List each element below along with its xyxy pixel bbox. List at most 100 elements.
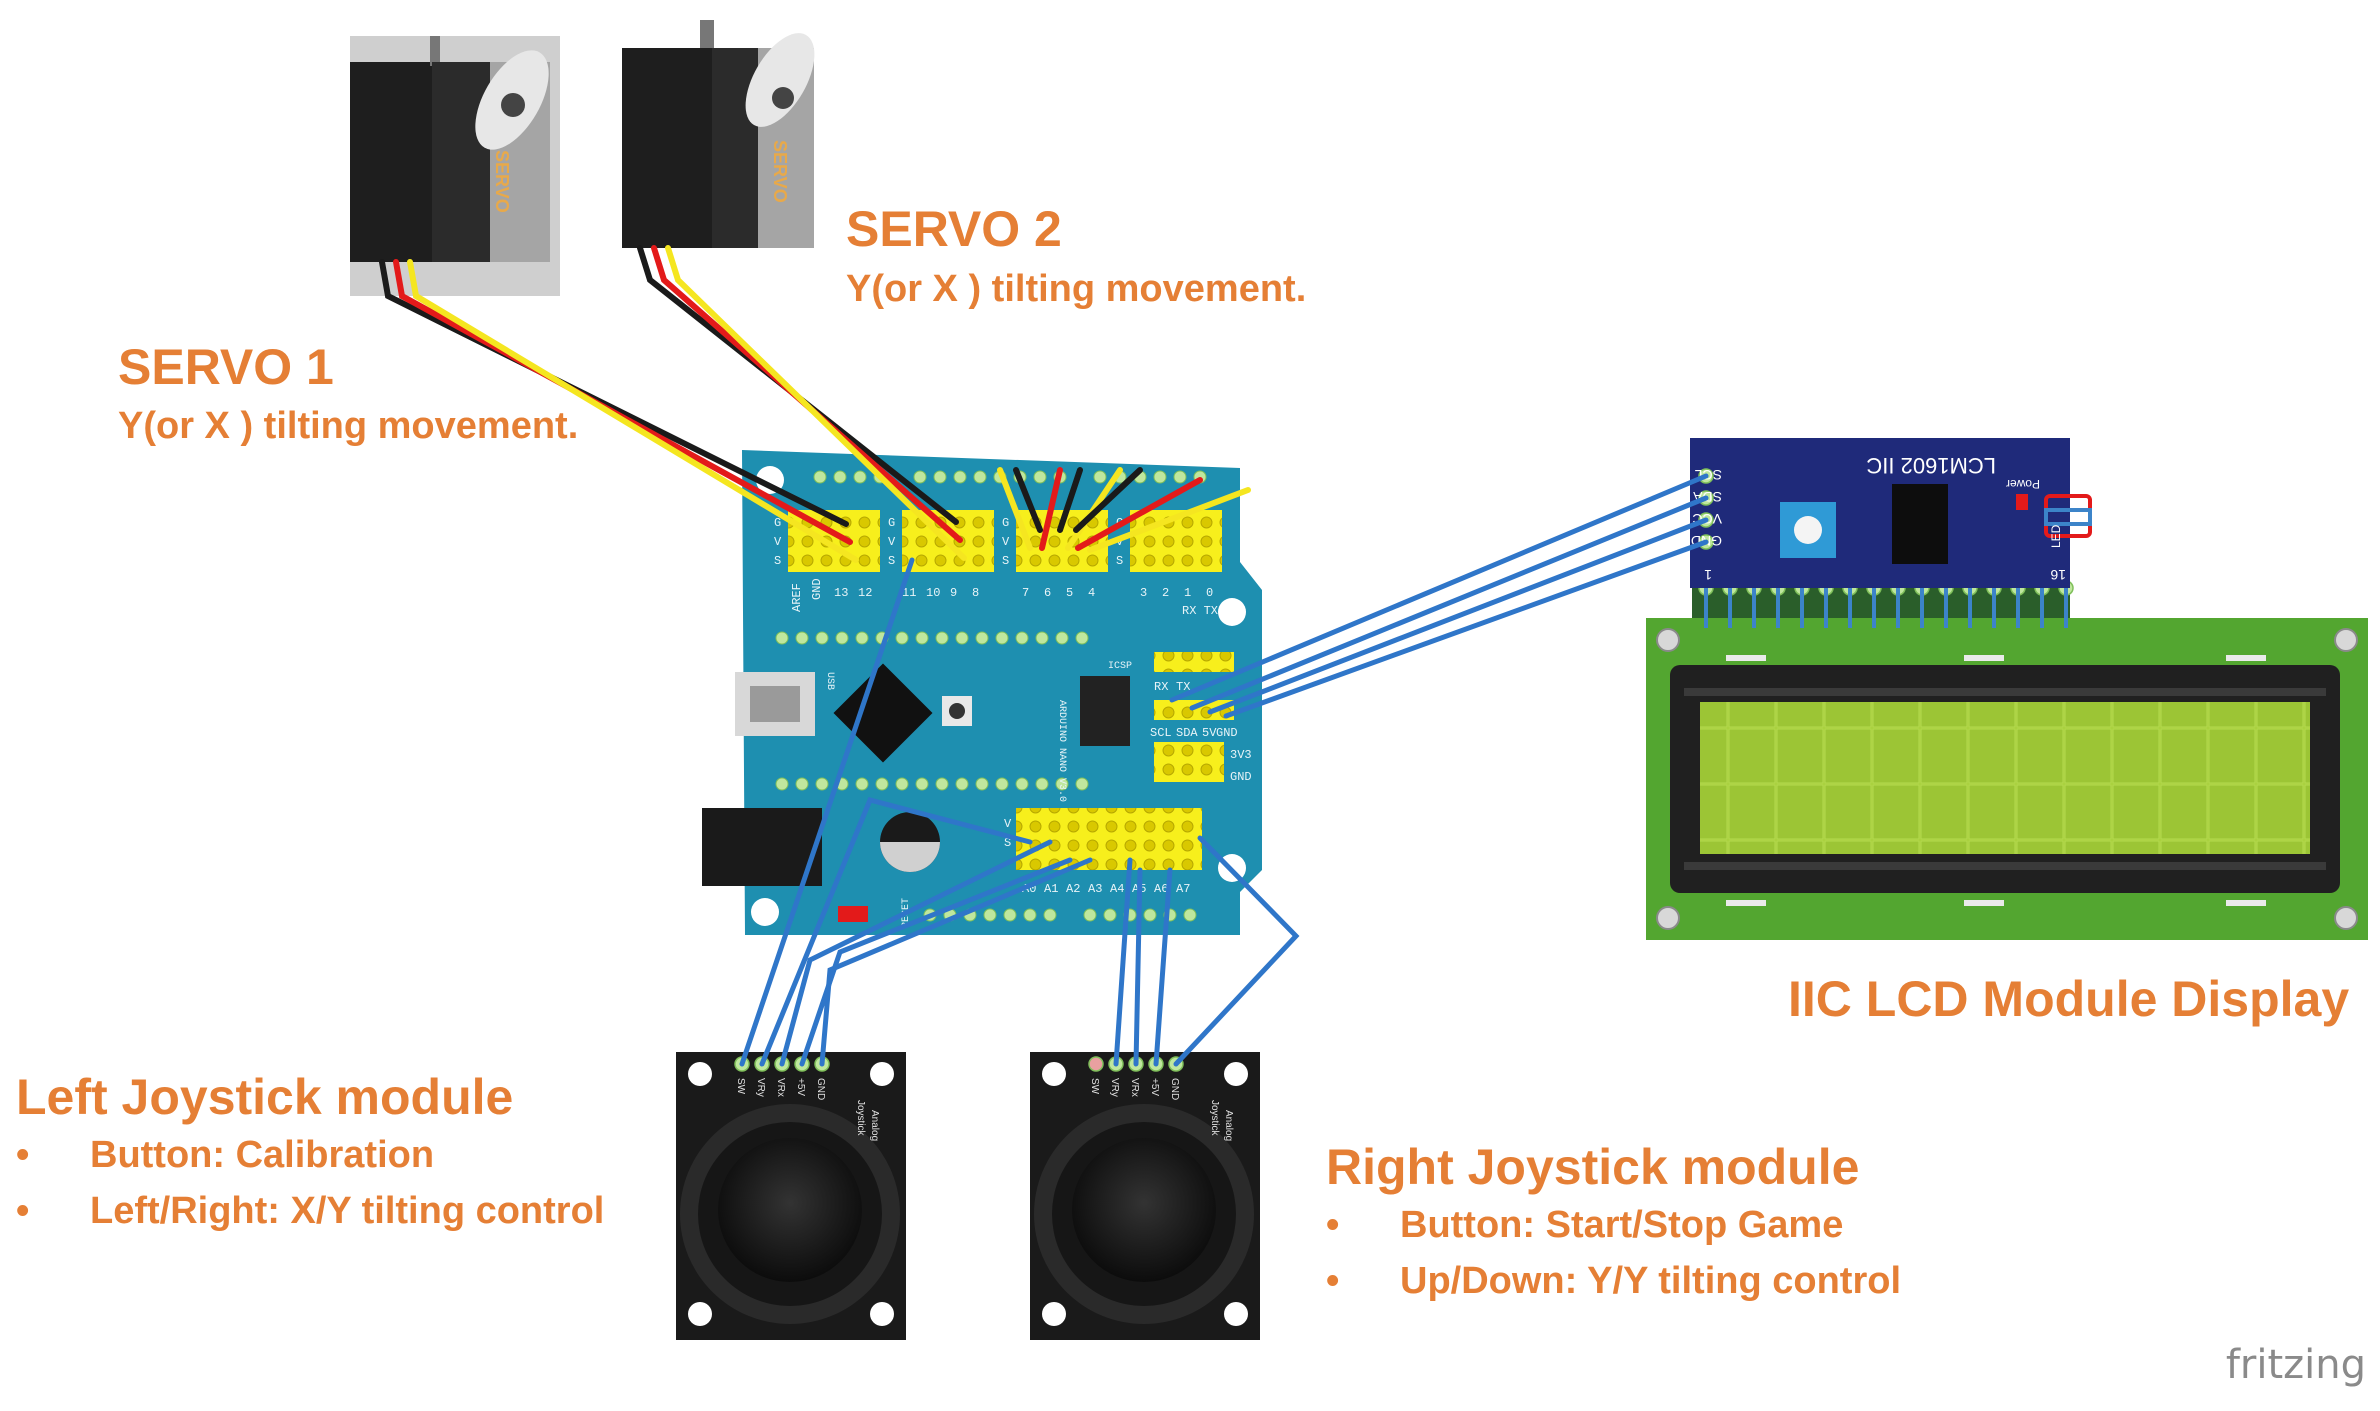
svg-text:V: V — [774, 535, 782, 549]
svg-text:VRx: VRx — [1129, 1078, 1140, 1097]
header-power — [1154, 742, 1224, 782]
svg-text:V: V — [1116, 535, 1124, 549]
svg-text:A2: A2 — [1066, 882, 1080, 896]
svg-text:+5V: +5V — [795, 1078, 806, 1096]
svg-text:0: 0 — [1206, 586, 1213, 600]
arduino-sensor-shield: G V S G V S G V S G V S V S AREF GND 13 … — [702, 450, 1262, 935]
svg-text:VRy: VRy — [755, 1078, 766, 1097]
svg-text:9: 9 — [950, 586, 957, 600]
servo-2-wires — [637, 245, 967, 561]
lcd-i2c-wires — [1169, 473, 1709, 719]
right-joystick-title: Right Joystick module — [1326, 1139, 1860, 1195]
svg-text:ARDUINO NANO V3.0: ARDUINO NANO V3.0 — [1056, 700, 1067, 802]
left-joystick-item-1: •Button: Calibration — [16, 1134, 435, 1176]
svg-text:2: 2 — [1162, 586, 1169, 600]
header-short-wires — [997, 467, 1251, 553]
power-jack — [702, 808, 822, 886]
svg-text:S: S — [774, 554, 781, 568]
right-joystick-item-1: •Button: Start/Stop Game — [1326, 1204, 1844, 1246]
svg-text:16: 16 — [2050, 567, 2066, 583]
svg-text:5V: 5V — [1202, 726, 1217, 740]
svg-text:Analog: Analog — [1223, 1110, 1234, 1141]
wires — [379, 245, 1709, 1067]
lcd-title: IIC LCD Module Display — [1788, 971, 2350, 1027]
svg-text:+5V: +5V — [1149, 1078, 1160, 1096]
svg-text:RX: RX — [1154, 680, 1168, 694]
svg-text:VRx: VRx — [775, 1078, 786, 1097]
svg-text:RX TX: RX TX — [1182, 604, 1218, 618]
svg-text:VRy: VRy — [1109, 1078, 1120, 1097]
svg-text:TX: TX — [1176, 680, 1190, 694]
svg-text:G: G — [774, 516, 781, 530]
svg-text:V: V — [1002, 535, 1010, 549]
svg-text:A7: A7 — [1176, 882, 1190, 896]
svg-text:GND: GND — [810, 578, 824, 600]
lcd-module: LCM1602 IIC SCL SDA VCC GND Power LED 1 … — [1646, 438, 2368, 940]
svg-text:12: 12 — [858, 586, 872, 600]
servo-2-text: SERVO — [770, 140, 790, 203]
left-joystick-wires — [739, 557, 1093, 1067]
servo-1: SERVO — [350, 36, 560, 296]
servo-2-desc: Y(or X ) tilting movement. — [846, 268, 1307, 310]
svg-text:11: 11 — [902, 586, 916, 600]
svg-text:13: 13 — [834, 586, 848, 600]
svg-text:3V3: 3V3 — [1230, 748, 1252, 762]
right-joystick-wires — [1113, 835, 1300, 1067]
svg-text:1: 1 — [1704, 567, 1712, 583]
svg-text:Power: Power — [2006, 477, 2040, 491]
mcu-chip — [833, 663, 933, 763]
svg-text:S: S — [888, 554, 895, 568]
svg-text:6: 6 — [1044, 586, 1051, 600]
header-analog — [1016, 808, 1202, 870]
svg-text:5: 5 — [1066, 586, 1073, 600]
fritzing-logo: fritzing — [2225, 1342, 2366, 1388]
svg-text:S: S — [1002, 554, 1009, 568]
svg-text:GND: GND — [1230, 770, 1252, 784]
pcf8574-chip — [1892, 484, 1948, 564]
svg-text:SCL: SCL — [1150, 726, 1172, 740]
svg-text:USB: USB — [824, 672, 835, 690]
icsp-header — [1080, 676, 1130, 746]
right-joystick-name: Joystick — [1209, 1100, 1220, 1137]
svg-text:LED: LED — [2049, 524, 2063, 548]
svg-text:G: G — [888, 516, 895, 530]
servo-1-desc: Y(or X ) tilting movement. — [118, 405, 579, 447]
right-joystick: SW VRy VRx +5V GND Joystick Analog — [1030, 1052, 1260, 1340]
servo-2-title: SERVO 2 — [846, 201, 1062, 257]
svg-text:V: V — [888, 535, 896, 549]
svg-text:10: 10 — [926, 586, 940, 600]
svg-text:8: 8 — [972, 586, 979, 600]
lcd-screen — [1700, 702, 2310, 854]
svg-text:A1: A1 — [1044, 882, 1058, 896]
board-silkscreen: G V S G V S G V S G V S V S AREF GND 13 … — [774, 516, 1252, 928]
servo-1-text: SERVO — [492, 150, 512, 213]
svg-text:GND: GND — [815, 1078, 826, 1100]
servo-2: SERVO — [622, 20, 815, 248]
svg-text:SW: SW — [1089, 1078, 1100, 1095]
right-joystick-item-2: •Up/Down: Y/Y tilting control — [1326, 1260, 1902, 1302]
header-i2c — [1154, 700, 1234, 720]
svg-text:7: 7 — [1022, 586, 1029, 600]
servo-1-title: SERVO 1 — [118, 339, 334, 395]
servo-1-wires — [379, 259, 859, 563]
svg-text:G: G — [1002, 516, 1009, 530]
svg-text:1: 1 — [1184, 586, 1191, 600]
backpack-model: LCM1602 IIC — [1866, 453, 1996, 478]
left-joystick-title: Left Joystick module — [16, 1069, 514, 1125]
svg-text:S: S — [1004, 836, 1011, 850]
svg-text:4: 4 — [1088, 586, 1095, 600]
svg-text:GND: GND — [1169, 1078, 1180, 1100]
svg-text:SW: SW — [735, 1078, 746, 1095]
svg-text:GND: GND — [1216, 726, 1238, 740]
svg-text:V: V — [1004, 817, 1012, 831]
svg-text:3: 3 — [1140, 586, 1147, 600]
left-joystick: SW VRy VRx +5V GND Joystick Analog — [676, 1052, 906, 1340]
svg-text:Analog: Analog — [869, 1110, 880, 1141]
svg-text:A6: A6 — [1154, 882, 1168, 896]
i2c-backpack: LCM1602 IIC SCL SDA VCC GND Power LED 1 … — [1690, 438, 2092, 588]
svg-text:AREF: AREF — [790, 583, 804, 612]
left-joystick-name: Joystick — [855, 1100, 866, 1137]
svg-text:ICSP: ICSP — [1108, 661, 1132, 672]
